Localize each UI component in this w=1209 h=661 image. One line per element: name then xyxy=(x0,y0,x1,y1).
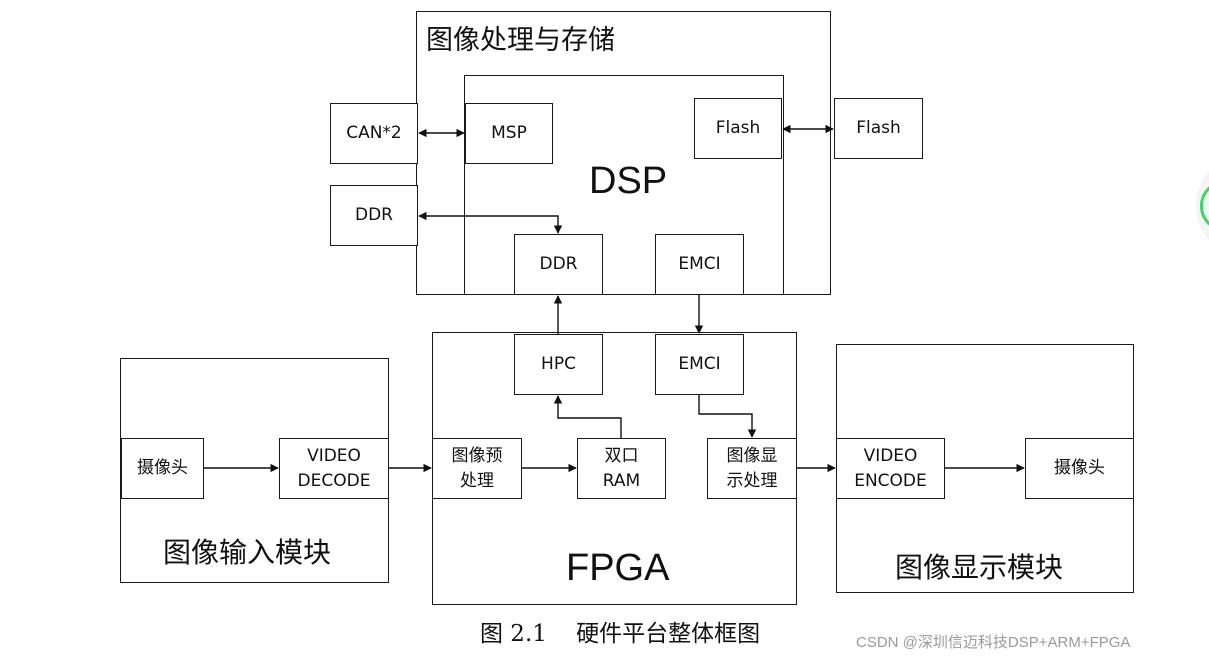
figure-caption: 图 2.1 硬件平台整体框图 xyxy=(480,621,761,647)
preprocess-label: 图像预 处理 xyxy=(451,445,503,491)
display-processing-label: 图像显 示处理 xyxy=(726,445,778,491)
dsp-emci-block: EMCI xyxy=(655,234,744,295)
video-encode-block: VIDEO ENCODE xyxy=(836,438,945,499)
dsp-ddr-label: DDR xyxy=(539,254,578,274)
fpga-emci-label: EMCI xyxy=(678,354,721,374)
hpc-block: HPC xyxy=(514,334,603,395)
hpc-label: HPC xyxy=(541,354,576,374)
image-display-title: 图像显示模块 xyxy=(895,551,1064,584)
dsp-module: DSP xyxy=(464,75,784,295)
dsp-flash-label: Flash xyxy=(715,118,761,138)
video-decode-label: VIDEO DECODE xyxy=(297,445,371,491)
display-processing-block: 图像显 示处理 xyxy=(707,438,797,499)
fpga-title: FPGA xyxy=(566,547,670,589)
video-encode-label: VIDEO ENCODE xyxy=(854,445,927,491)
external-flash-block: Flash xyxy=(834,98,923,159)
camera-output-label: 摄像头 xyxy=(1054,458,1105,478)
fpga-emci-block: EMCI xyxy=(655,334,744,395)
camera-input-block: 摄像头 xyxy=(121,438,204,499)
floating-action-button[interactable] xyxy=(1196,164,1209,248)
can-label: CAN*2 xyxy=(346,123,402,143)
external-ddr-label: DDR xyxy=(355,205,393,225)
camera-input-label: 摄像头 xyxy=(137,458,188,478)
watermark: CSDN @深圳信迈科技DSP+ARM+FPGA xyxy=(856,634,1131,651)
preprocess-block: 图像预 处理 xyxy=(432,438,522,499)
video-decode-block: VIDEO DECODE xyxy=(279,438,389,499)
msp-block: MSP xyxy=(465,103,553,164)
processing-storage-title: 图像处理与存储 xyxy=(426,25,615,56)
external-ddr-block: DDR xyxy=(330,185,418,246)
dual-port-ram-block: 双口 RAM xyxy=(577,438,666,499)
msp-label: MSP xyxy=(491,123,527,143)
dsp-emci-label: EMCI xyxy=(678,254,721,274)
dsp-ddr-block: DDR xyxy=(514,234,603,295)
camera-output-block: 摄像头 xyxy=(1025,438,1134,499)
green-circle-icon xyxy=(1200,180,1209,232)
image-display-module: 图像显示模块 xyxy=(836,344,1134,593)
external-flash-label: Flash xyxy=(856,118,901,138)
dsp-flash-block: Flash xyxy=(694,98,782,159)
image-input-title: 图像输入模块 xyxy=(163,536,332,569)
dual-port-ram-label: 双口 RAM xyxy=(602,445,641,491)
can-block: CAN*2 xyxy=(330,103,418,164)
dsp-title: DSP xyxy=(589,160,668,202)
